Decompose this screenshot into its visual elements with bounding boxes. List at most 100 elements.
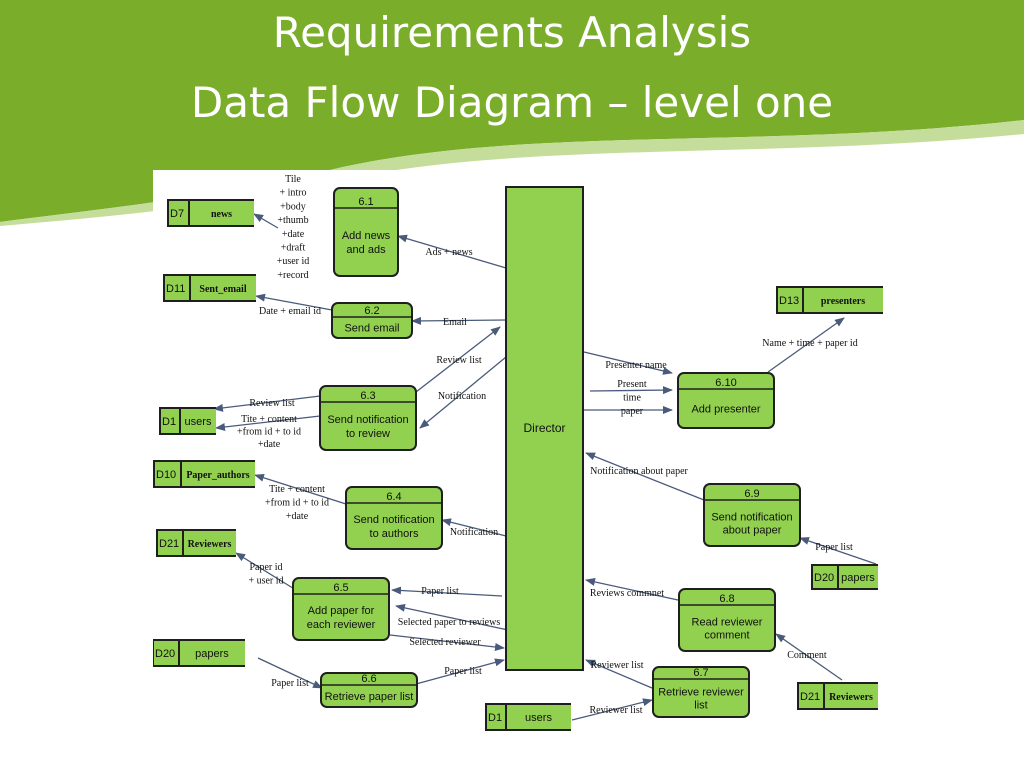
- store-name: papers: [195, 648, 229, 660]
- process-id: 6.6: [361, 673, 376, 685]
- store-id: D11: [166, 283, 185, 295]
- flow-label: Selected paper to reviews: [398, 617, 501, 628]
- store-fill: [486, 704, 571, 730]
- store-name: Reviewers: [829, 692, 873, 703]
- store-id: D21: [159, 538, 179, 550]
- header-green-wave: [0, 0, 1024, 222]
- store-name: users: [525, 712, 552, 724]
- header-band: [0, 0, 1024, 226]
- flow-label: Comment: [787, 650, 827, 661]
- flow-label: Ads + news: [425, 247, 472, 258]
- store-name: presenters: [821, 296, 865, 307]
- flow-label: Selected reviewer: [409, 637, 481, 648]
- flow-label: Paper list: [444, 666, 482, 677]
- store-name: Paper_authors: [186, 470, 249, 481]
- store-id: D20: [155, 648, 175, 660]
- flow-label: Date + email id: [259, 306, 321, 317]
- flow-label: Review list: [249, 398, 294, 409]
- store-id: D20: [814, 572, 834, 584]
- arrow-6-3-to-users: [213, 395, 321, 412]
- flow-label: Tite + content+from id + to id+date: [237, 414, 301, 450]
- store-border: [485, 703, 571, 731]
- flow-label: Notification: [450, 527, 498, 538]
- arrow-director-to-6-1: [397, 234, 507, 269]
- store-border: [776, 286, 883, 314]
- store-id: D7: [170, 208, 184, 220]
- store-id: D1: [162, 416, 176, 428]
- arrow-director-to-6-5-paper-list: [391, 586, 503, 597]
- store-border: [153, 639, 245, 667]
- data-store-d20-papers: D20 papers: [811, 564, 878, 590]
- data-store-d10-paper-authors: D10 Paper_authors: [153, 460, 255, 488]
- arrow-papers-to-6-9: [799, 537, 877, 565]
- flow-label: Reviewer list: [589, 705, 642, 716]
- store-id: D10: [156, 469, 176, 481]
- process-id: 6.4: [386, 491, 401, 503]
- store-border: [153, 460, 255, 488]
- process-id: 6.3: [360, 390, 375, 402]
- store-name: users: [185, 416, 212, 428]
- arrow-director-to-6-4: [441, 518, 507, 537]
- slide-title-line-1: Requirements Analysis: [272, 8, 752, 57]
- director-entity-box: [505, 186, 584, 671]
- flow-label: Paper id+ user id: [248, 562, 283, 587]
- header-light-swoosh: [0, 120, 1024, 226]
- flow-label: Presenter name: [605, 360, 667, 371]
- store-name: papers: [841, 572, 875, 584]
- process-name: Retrieve paper list: [325, 691, 414, 703]
- store-fill: [157, 530, 236, 556]
- arrow-director-to-6-10-presenter: [583, 351, 673, 375]
- data-store-d13-presenters: D13 presenters: [776, 286, 883, 314]
- arrow-6-4-to-paper-authors: [254, 473, 347, 505]
- store-name: news: [211, 209, 232, 220]
- store-id: D13: [779, 295, 799, 307]
- store-id: D1: [488, 712, 502, 724]
- process-id: 6.1: [358, 196, 373, 208]
- store-fill: [812, 565, 878, 589]
- store-fill: [777, 287, 883, 313]
- arrow-director-to-6-10-present: [589, 386, 673, 395]
- data-store-d1-users: D1 users: [159, 407, 216, 435]
- store-fill: [154, 461, 255, 487]
- store-fill: [160, 408, 216, 434]
- store-border: [163, 274, 256, 302]
- arrow-6-5-to-reviewers: [235, 552, 297, 591]
- flow-label: Reviews commnet: [590, 588, 664, 599]
- store-border: [167, 199, 254, 227]
- process-id: 6.5: [333, 582, 348, 594]
- flow-label: Tite + content+from id + to id+date: [265, 484, 329, 522]
- store-border: [797, 682, 878, 710]
- flow-label: Name + time + paper id: [762, 338, 857, 349]
- flow-label: Review list: [436, 355, 481, 366]
- process-id: 6.8: [719, 593, 734, 605]
- store-fill: [798, 683, 878, 709]
- process-name: Add presenter: [691, 403, 760, 415]
- slide-title-line-2: Data Flow Diagram – level one: [190, 78, 834, 127]
- arrow-6-1-to-news: [253, 213, 279, 229]
- process-id: 6.9: [744, 488, 759, 500]
- data-store-d20-papers: D20 papers: [153, 639, 245, 667]
- arrow-6-2-to-sent-email: [255, 293, 333, 311]
- flow-label: Reviewer list: [590, 660, 643, 671]
- store-fill: [168, 200, 254, 226]
- arrow-director-to-6-2: [411, 316, 507, 325]
- process-box: [320, 672, 418, 708]
- store-name: Sent_email: [199, 284, 246, 295]
- store-fill: [153, 640, 245, 666]
- arrow-6-6-to-director: [415, 658, 505, 685]
- arrow-6-5-to-director-selected-reviewer: [389, 634, 505, 651]
- flow-label: Paper list: [271, 678, 309, 689]
- flow-label: Notification about paper: [590, 466, 688, 477]
- store-border: [811, 564, 878, 590]
- arrow-6-9-to-director: [585, 452, 705, 501]
